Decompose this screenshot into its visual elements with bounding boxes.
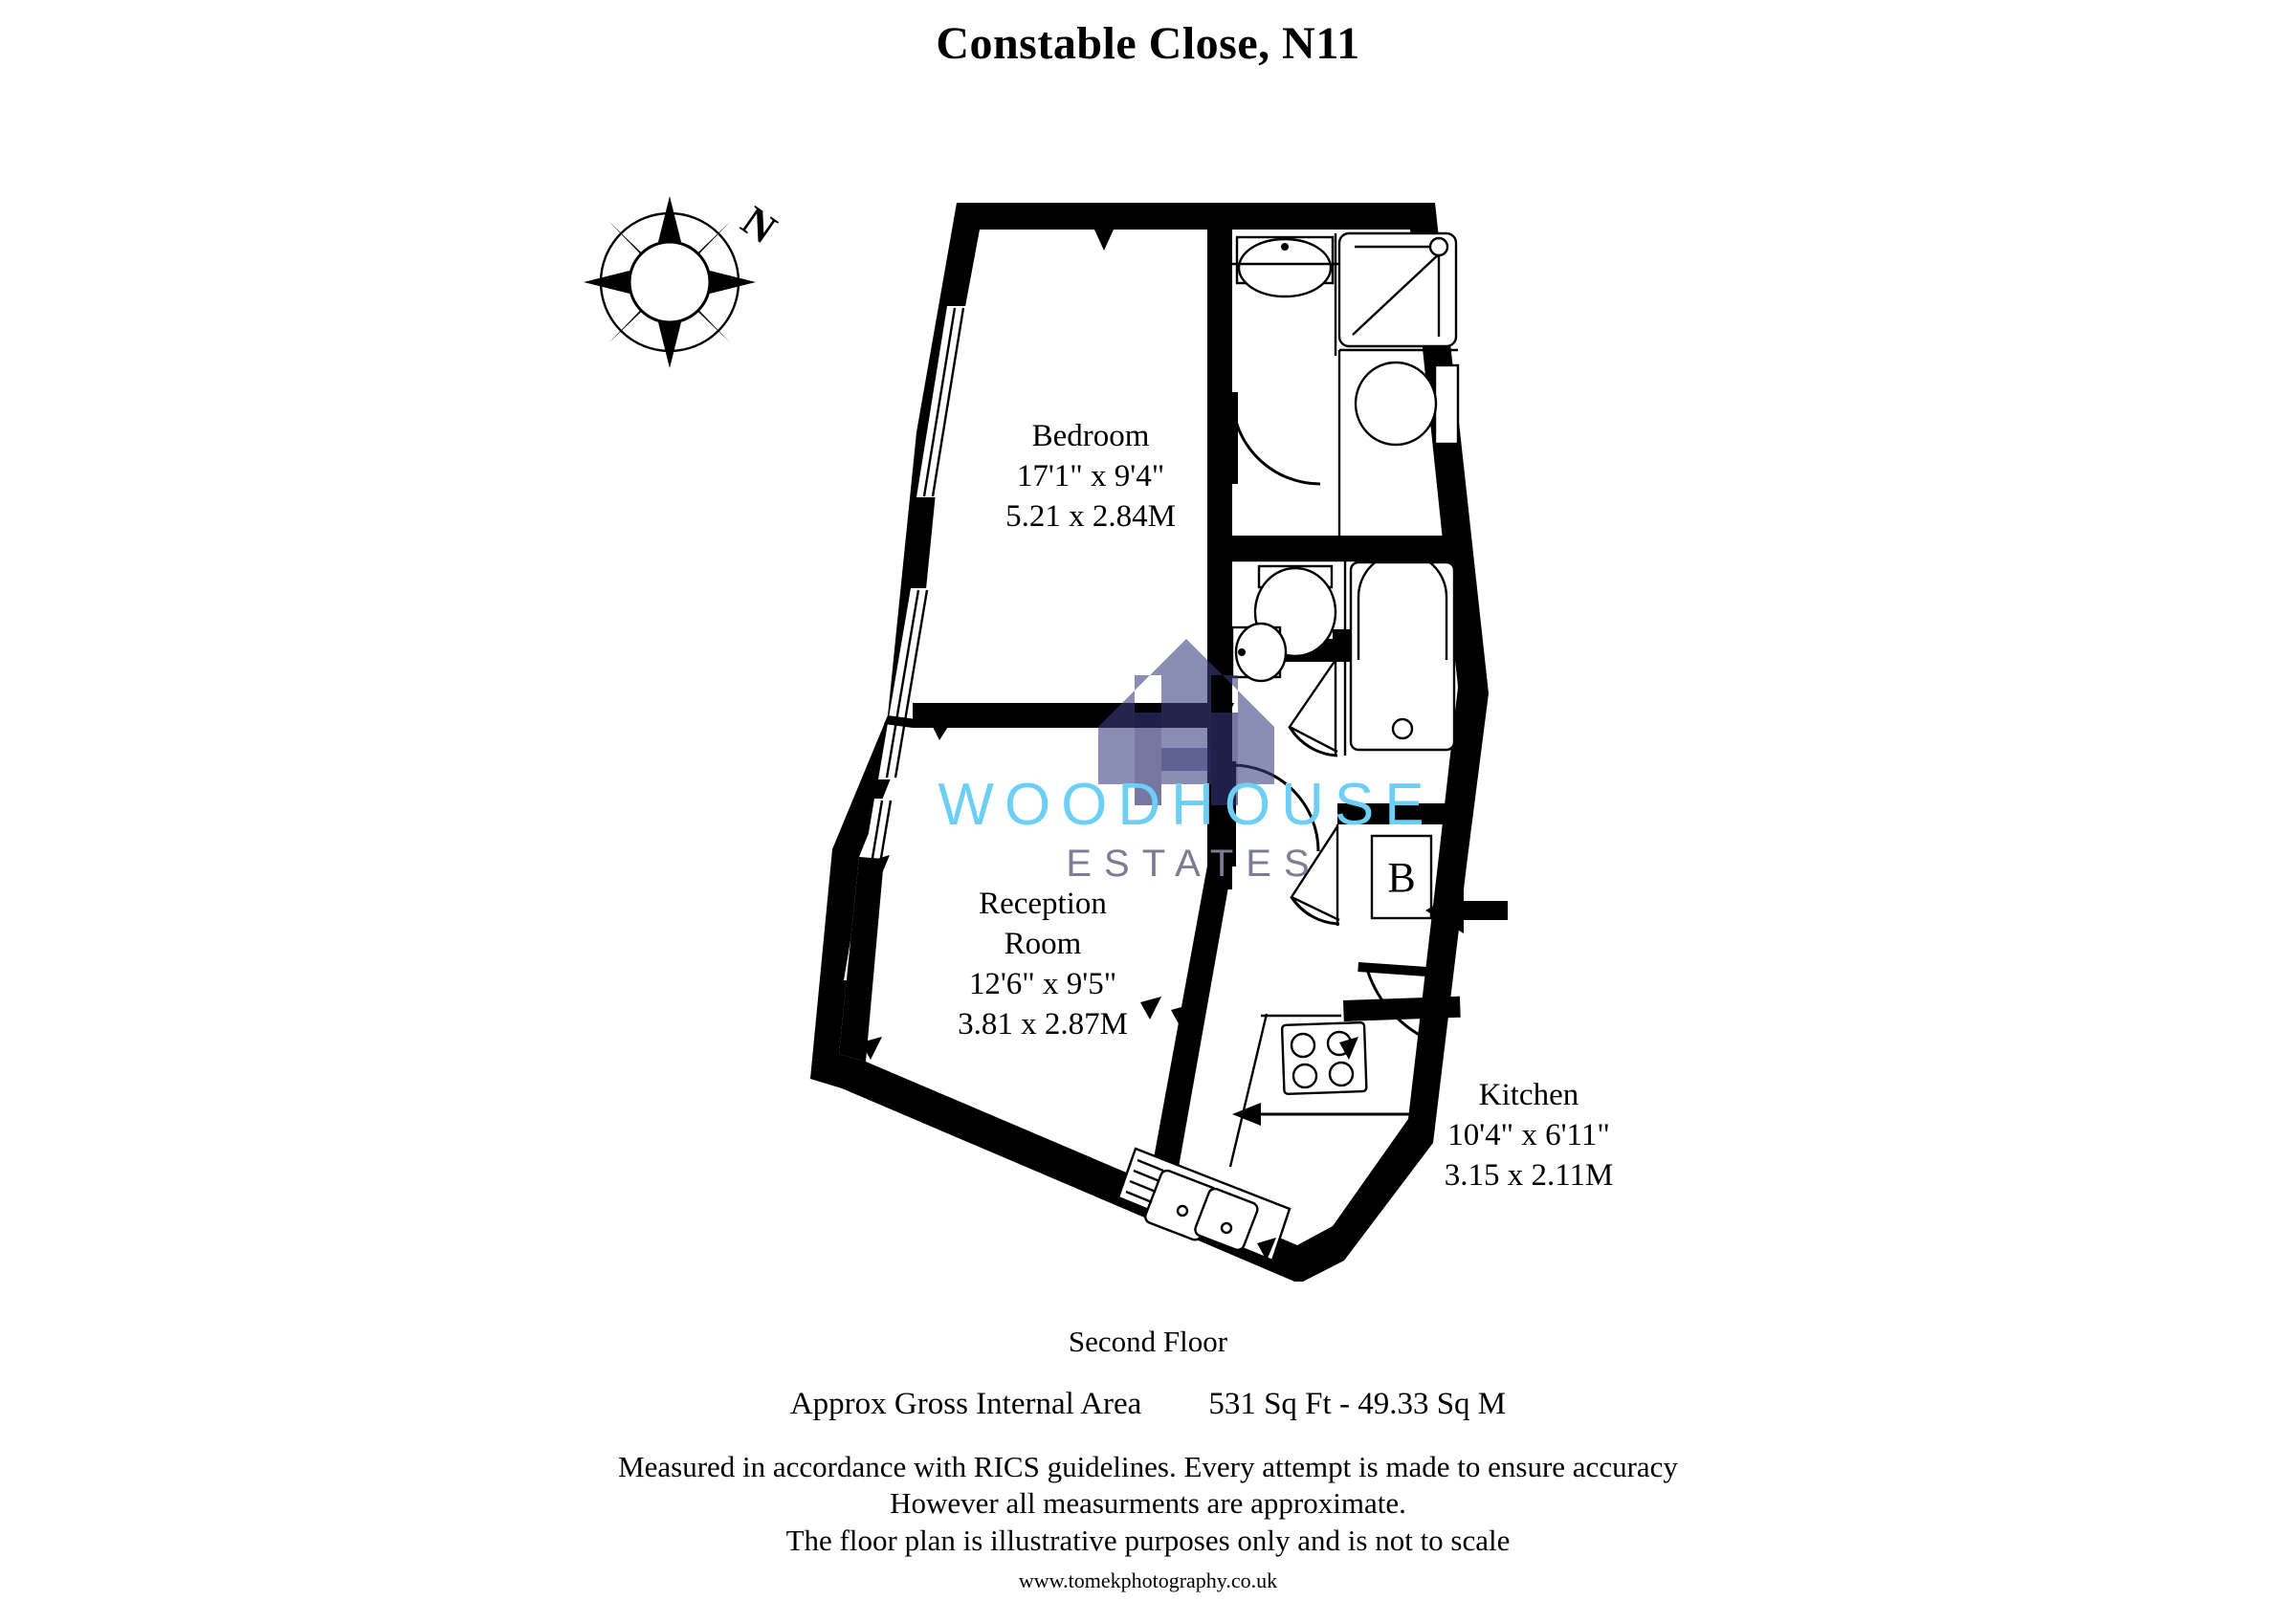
reception-imperial: 12'6" x 9'5" xyxy=(969,967,1116,1001)
entrance-direction-arrow xyxy=(1425,888,1508,933)
window-bedroom-lower xyxy=(878,588,936,779)
watermark-logo xyxy=(1098,639,1274,805)
area-value: 531 Sq Ft - 49.33 Sq M xyxy=(1208,1387,1507,1421)
watermark-woodhouse: WOODHOUSE xyxy=(938,772,1434,838)
disclaimer: Measured in accordance with RICS guideli… xyxy=(0,1449,2296,1559)
room-label-reception: Reception Room 12'6" x 9'5" 3.81 x 2.87M xyxy=(958,887,1128,1042)
kitchen-name: Kitchen xyxy=(1479,1078,1578,1112)
compass-north-label: N xyxy=(733,197,784,252)
disclaimer-line-1: Measured in accordance with RICS guideli… xyxy=(618,1450,1678,1483)
sink-ensuite-fixture xyxy=(1235,235,1335,298)
sink-kitchen-fixture xyxy=(1116,1147,1292,1262)
kitchen-metric: 3.15 x 2.11M xyxy=(1445,1158,1614,1193)
cupboard-upper xyxy=(1288,652,1338,757)
bedroom-name: Bedroom xyxy=(1032,419,1150,453)
floor-label: Second Floor xyxy=(1068,1325,1228,1358)
reception-metric: 3.81 x 2.87M xyxy=(958,1007,1128,1042)
watermark-text: WOODHOUSE ESTATES xyxy=(938,772,1434,885)
hob-fixture xyxy=(1280,1020,1368,1096)
ensuite-room xyxy=(1230,231,1460,536)
window-bedroom-upper xyxy=(916,306,972,497)
floorplan-drawing: N xyxy=(584,196,1614,1282)
disclaimer-line-2: However all measurments are approximate. xyxy=(890,1486,1406,1521)
watermark-estates: ESTATES xyxy=(1066,843,1321,885)
room-label-bedroom: Bedroom 17'1" x 9'4" 5.21 x 2.84M xyxy=(1005,419,1176,534)
toilet-ensuite-fixture xyxy=(1354,361,1460,447)
bathtub-fixture xyxy=(1349,551,1456,752)
cupboards: B xyxy=(1288,652,1433,926)
compass-rose: N xyxy=(584,196,785,368)
door-ensuite xyxy=(1230,392,1321,486)
photographer-url: www.tomekphotography.co.uk xyxy=(1018,1568,1278,1592)
kitchen-imperial: 10'4" x 6'11" xyxy=(1447,1118,1610,1152)
wall-tick-markers xyxy=(861,230,1358,1261)
entrance-door xyxy=(1358,888,1508,1044)
boiler-box xyxy=(1370,834,1433,920)
reception-name-line1: Reception xyxy=(979,887,1107,921)
boiler-label: B xyxy=(1387,854,1415,901)
shower-cubicle-fixture xyxy=(1337,231,1458,348)
page-title: Constable Close, N11 xyxy=(936,18,1360,69)
cupboard-lower-boiler: B xyxy=(1290,824,1433,926)
sink-bathroom-fixture xyxy=(1230,622,1288,683)
bedroom-imperial: 17'1" x 9'4" xyxy=(1017,459,1164,493)
bedroom-metric: 5.21 x 2.84M xyxy=(1005,499,1176,534)
room-label-kitchen: Kitchen 10'4" x 6'11" 3.15 x 2.11M xyxy=(1445,1078,1614,1193)
reception-name-line2: Room xyxy=(1004,927,1082,961)
disclaimer-line-3: The floor plan is illustrative purposes … xyxy=(785,1523,1511,1557)
area-label: Approx Gross Internal Area xyxy=(789,1387,1142,1421)
kitchen-dimension-arrow xyxy=(1232,1103,1416,1126)
area-summary: Approx Gross Internal Area 531 Sq Ft - 49… xyxy=(0,1387,2296,1422)
